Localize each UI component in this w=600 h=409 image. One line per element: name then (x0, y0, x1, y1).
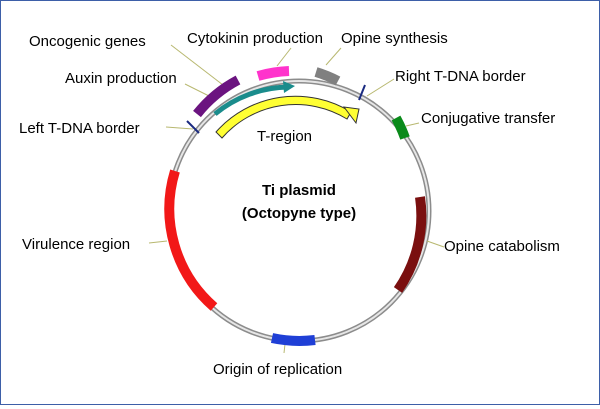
leader-opine-synthesis (325, 47, 342, 66)
label-auxin-production: Auxin production (65, 70, 177, 87)
leader-virulence (148, 240, 168, 244)
label-opine-catabolism: Opine catabolism (444, 238, 560, 255)
t-region-arrow (215, 95, 352, 139)
left-tdna-border-marker (186, 120, 200, 134)
oncogenic-genes-arrowhead (283, 81, 295, 93)
leader-right-border (366, 78, 395, 97)
cytokinin-production-segment (256, 66, 290, 81)
leader-cytokinin (276, 47, 292, 67)
label-conjugative-transfer: Conjugative transfer (421, 110, 555, 127)
label-left-tdna-border: Left T-DNA border (19, 120, 140, 137)
virulence-region-segment (164, 169, 218, 311)
leader-conjugative (405, 122, 420, 127)
leader-origin (283, 343, 286, 354)
leader-opine-catabolism (426, 240, 445, 248)
leader-lines (148, 44, 445, 354)
opine-catabolism-segment (393, 196, 427, 293)
label-right-tdna-border: Right T-DNA border (395, 68, 526, 85)
label-opine-synthesis: Opine synthesis (341, 30, 448, 47)
leader-auxin (184, 83, 212, 98)
plasmid-title-line2: (Octopyne type) (242, 205, 356, 222)
conjugative-transfer-segment (391, 115, 410, 140)
plasmid-title-line1: Ti plasmid (262, 182, 336, 199)
label-oncogenic-genes: Oncogenic genes (29, 33, 146, 50)
label-origin-of-replication: Origin of replication (213, 361, 342, 378)
right-tdna-border-marker (358, 84, 366, 101)
origin-of-replication-segment (270, 333, 316, 346)
auxin-production-segment (193, 75, 241, 118)
label-cytokinin-production: Cytokinin production (187, 30, 323, 47)
leader-oncogenic-genes (170, 44, 224, 86)
t-region-arrowhead (342, 106, 360, 125)
opine-synthesis-segment (314, 67, 341, 86)
oncogenic-genes-arrow (213, 84, 289, 116)
label-t-region: T-region (257, 128, 312, 145)
label-virulence-region: Virulence region (22, 236, 130, 253)
leader-left-border (165, 126, 194, 130)
